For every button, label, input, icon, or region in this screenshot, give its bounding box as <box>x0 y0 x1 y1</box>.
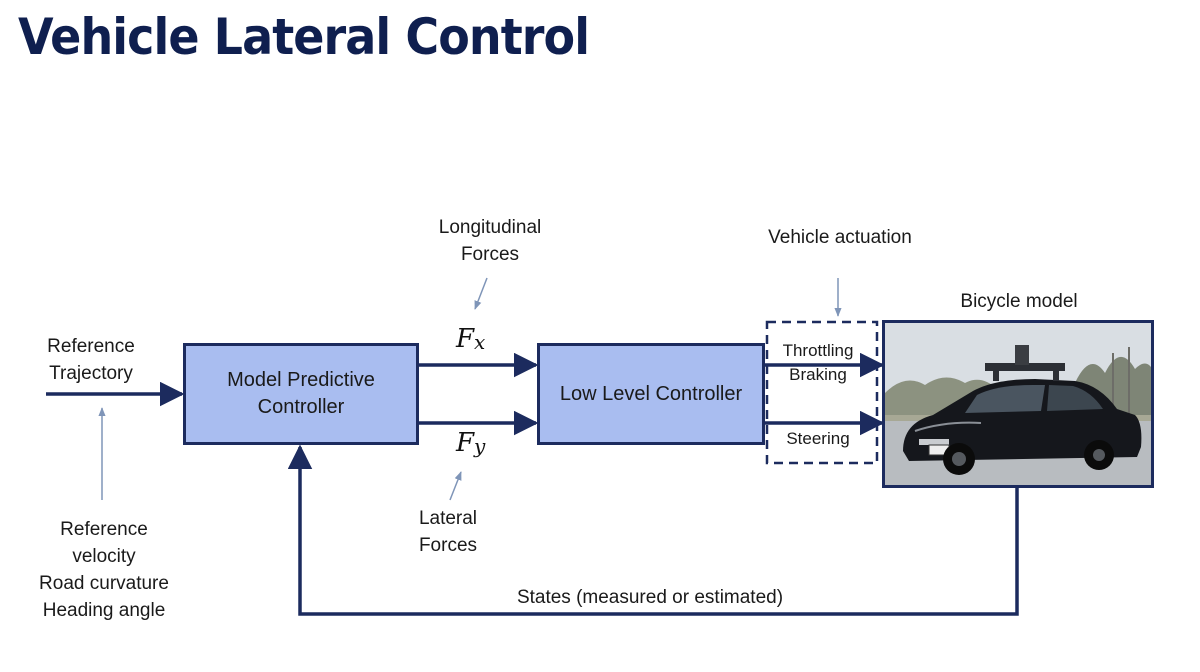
autonomous-car-illustration <box>885 323 1151 485</box>
longitudinal-forces-line-2: Forces <box>460 244 520 265</box>
states-label: States (measured or estimated) <box>516 587 784 608</box>
longitudinal-forces-line-1: Longitudinal <box>438 217 542 238</box>
braking-label: Braking <box>789 365 847 384</box>
low-level-controller-block: Low Level Controller <box>537 343 765 445</box>
vehicle-image <box>882 320 1154 488</box>
throttling-label: Throttling <box>782 341 854 360</box>
mpc-block: Model Predictive Controller <box>183 343 419 445</box>
reference-trajectory-line-1: Reference <box>47 336 135 357</box>
reference-inputs-label: Reference velocity Road curvature Headin… <box>14 516 194 624</box>
page-title: Vehicle Lateral Control <box>18 8 590 66</box>
reference-inputs-line-4: Heading angle <box>42 600 166 621</box>
llc-label: Low Level Controller <box>559 382 743 405</box>
lateral-forces-line-1: Lateral <box>418 508 478 529</box>
fx-symbol: Fx <box>456 324 485 354</box>
fy-symbol: Fy <box>456 428 485 458</box>
fx-main: F <box>456 324 475 354</box>
vehicle-actuation-label: Vehicle actuation <box>768 227 912 248</box>
mpc-label-line-2: Controller <box>257 396 345 418</box>
fy-subscript: y <box>474 434 486 458</box>
mpc-label-line-1: Model Predictive <box>227 369 375 391</box>
reference-inputs-line-1: Reference <box>60 519 148 540</box>
states-feedback-line <box>287 444 1019 616</box>
bicycle-model-label: Bicycle model <box>960 291 1078 312</box>
reference-inputs-line-3: Road curvature <box>39 573 169 594</box>
lateral-forces-label: Lateral Forces <box>388 505 508 559</box>
fy-main: F <box>456 428 475 458</box>
actuation-dashed-box <box>765 320 879 465</box>
lateral-pointer <box>449 471 462 501</box>
steering-label: Steering <box>786 429 850 448</box>
fx-subscript: x <box>474 330 486 354</box>
reference-inputs-line-2: velocity <box>72 546 136 567</box>
lateral-forces-line-2: Forces <box>418 535 478 556</box>
reference-trajectory-label: Reference Trajectory <box>26 333 156 387</box>
longitudinal-forces-label: Longitudinal Forces <box>420 214 560 268</box>
reference-trajectory-line-2: Trajectory <box>49 363 133 384</box>
longitudinal-pointer <box>474 277 488 310</box>
